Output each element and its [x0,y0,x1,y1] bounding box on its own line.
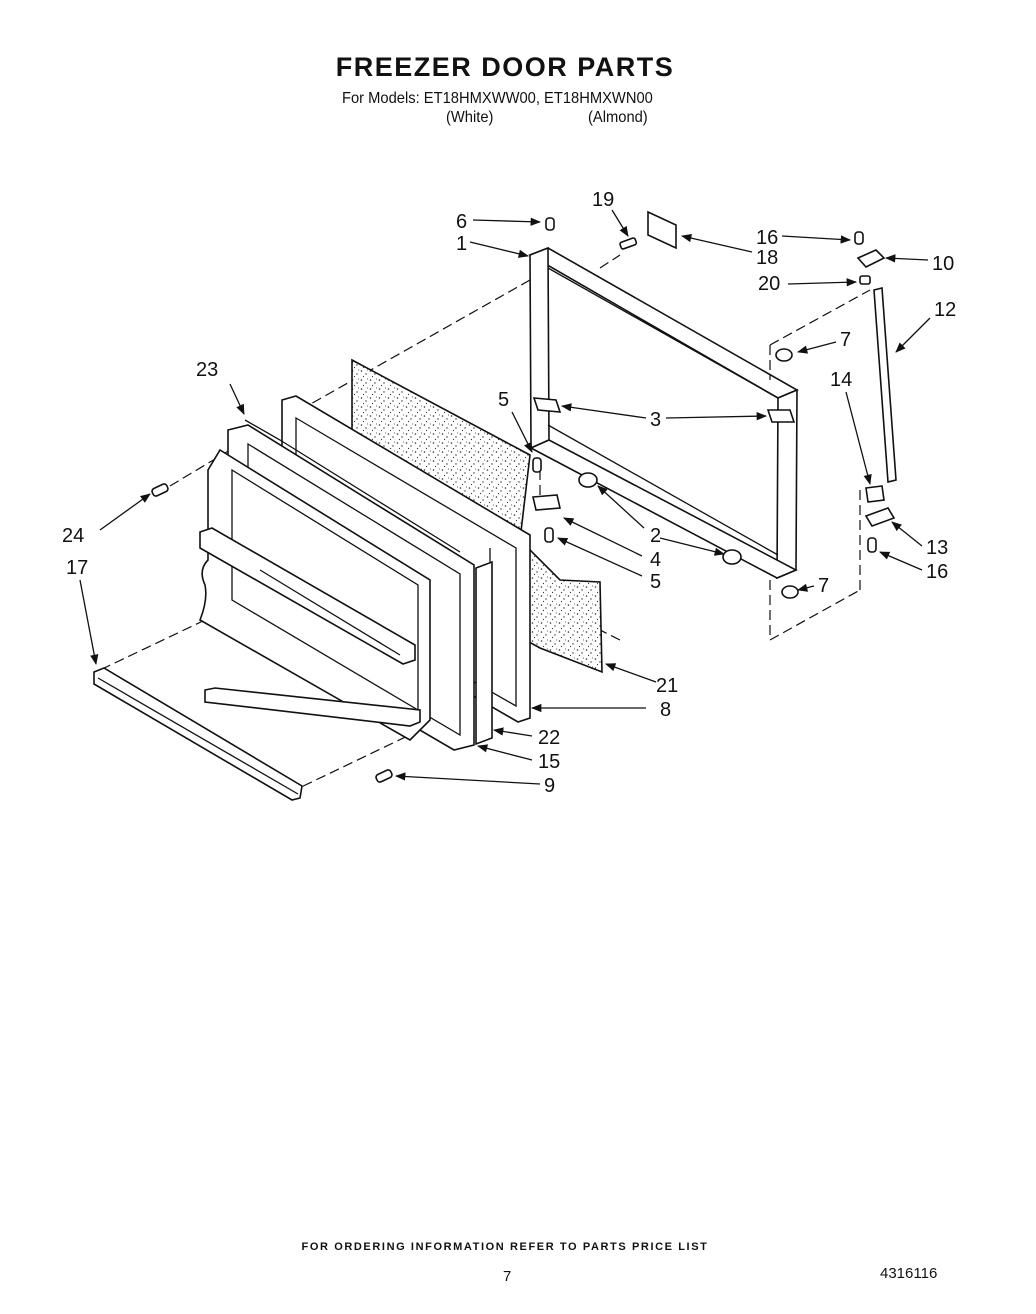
callout-6: 6 [456,211,467,233]
leader-lines [79,209,931,785]
freezer-door-outer [198,419,461,741]
variant-almond: (Almond) [588,109,648,126]
assembly-guide-lines [99,254,871,791]
callout-5-upper: 5 [498,389,509,411]
callout-15: 15 [538,751,560,773]
page-title: FREEZER DOOR PARTS [335,52,675,82]
ordering-note: FOR ORDERING INFORMATION REFER TO PARTS … [301,1241,709,1253]
callout-7-bottom: 7 [818,575,829,597]
models-line: For Models: ET18HMXWW00, ET18HMXWN00 [342,90,653,107]
callout-14: 14 [830,369,852,391]
callout-23: 23 [196,359,218,381]
door-trim-bar-part [93,667,303,801]
callout-24: 24 [62,525,84,547]
document-number: 4316116 [880,1265,938,1282]
callout-20: 20 [758,273,780,295]
callout-4: 4 [650,549,661,571]
callout-19: 19 [592,189,614,211]
callout-9: 9 [544,775,555,797]
callout-5-lower: 5 [650,571,661,593]
door-frame-part [528,246,799,580]
callout-2: 2 [650,525,661,547]
callout-1: 1 [456,233,467,255]
callout-16-top: 16 [756,227,778,249]
hardware-parts [151,210,897,783]
callout-12: 12 [934,299,956,321]
page-number: 7 [503,1268,512,1285]
callout-22: 22 [538,727,560,749]
callout-16-bottom: 16 [926,561,948,583]
callout-3: 3 [650,409,661,431]
variant-white: (White) [446,109,494,126]
callout-18: 18 [756,247,778,269]
callout-8: 8 [660,699,671,721]
callout-10: 10 [932,253,954,275]
callout-7-top: 7 [840,329,851,351]
callout-21: 21 [656,675,678,697]
callout-17: 17 [66,557,88,579]
callout-13: 13 [926,537,948,559]
